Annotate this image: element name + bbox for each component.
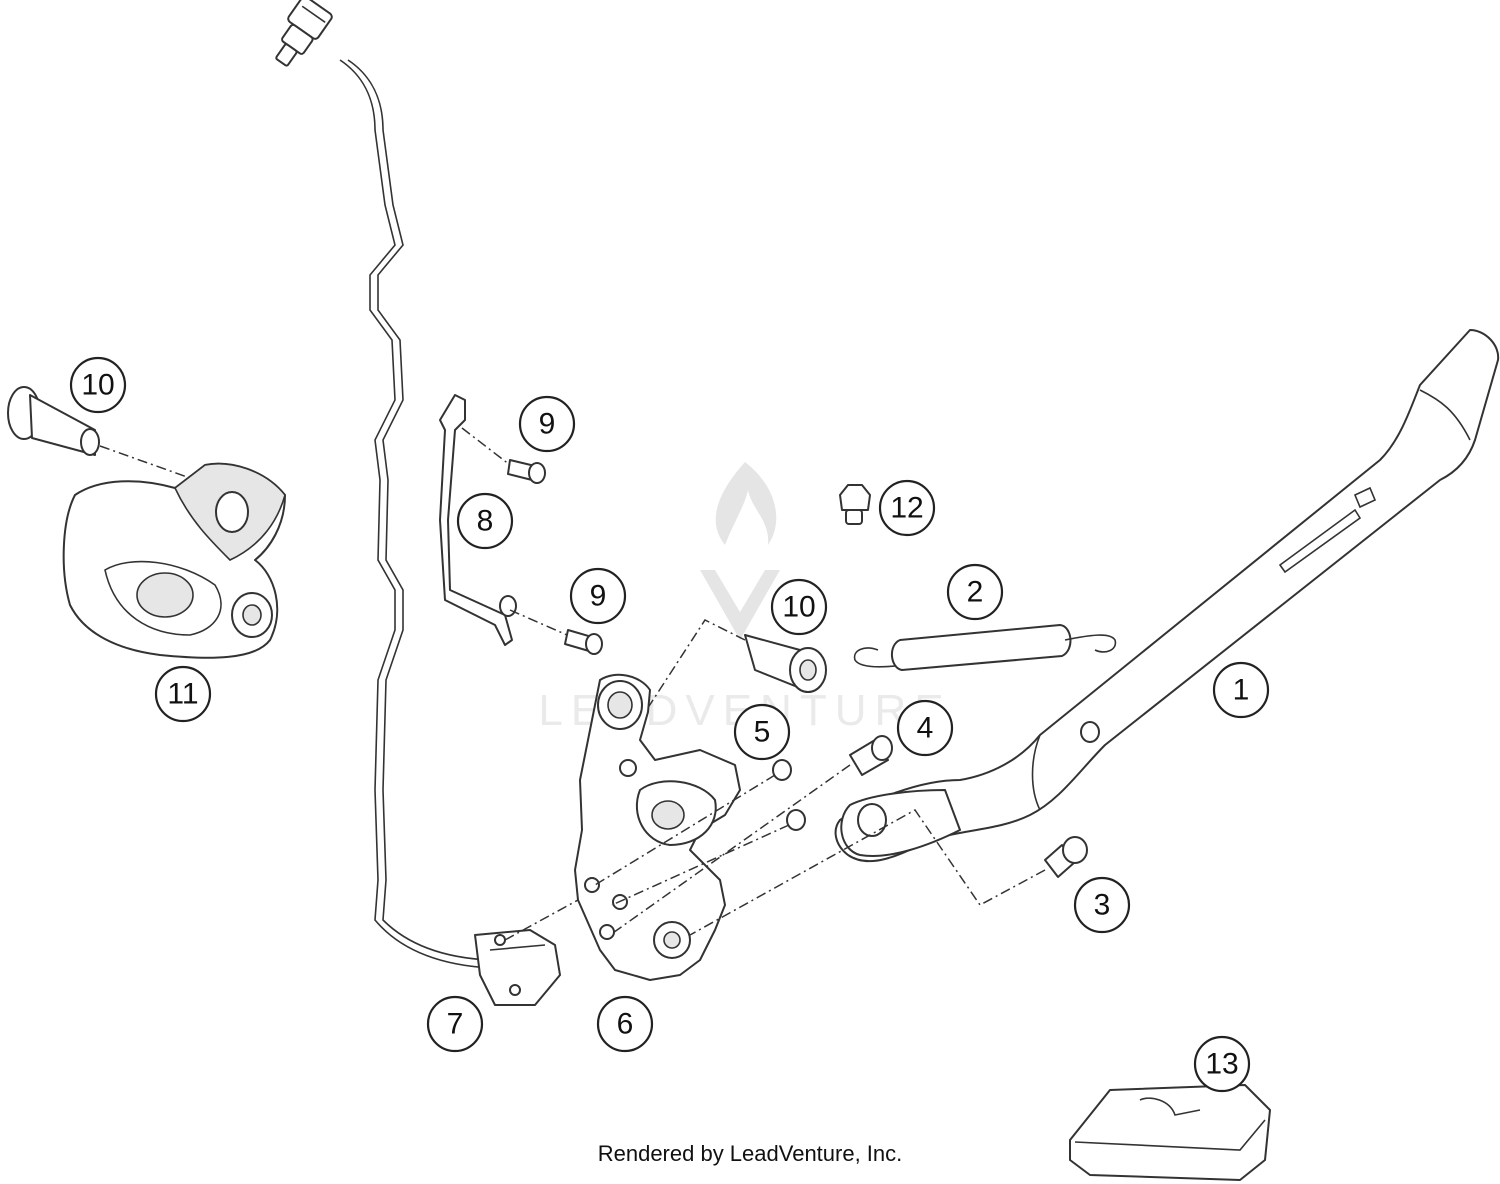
callout-10-center: 10 <box>770 578 828 636</box>
render-credit: Rendered by LeadVenture, Inc. <box>597 1141 903 1166</box>
callout-label: 7 <box>447 1008 464 1041</box>
callout-6: 6 <box>596 995 654 1053</box>
leader-4 <box>609 764 851 936</box>
callout-label: 8 <box>477 505 494 538</box>
callout-11: 11 <box>154 665 212 723</box>
side-stand-part-1 <box>834 329 1500 863</box>
leader-9-lower <box>509 609 568 636</box>
spring-part-2 <box>853 624 1117 671</box>
callout-label: 10 <box>782 591 815 624</box>
callout-9-lower: 9 <box>569 567 627 625</box>
screw-part-9-lower <box>564 629 603 655</box>
sensor-clip-part-7 <box>474 929 561 1006</box>
callout-label: 3 <box>1094 889 1111 922</box>
leader-10-center <box>639 619 746 721</box>
callout-label: 9 <box>590 580 607 613</box>
bushing-part-10-left <box>7 386 100 456</box>
sensor-cable <box>275 0 491 969</box>
callout-label: 12 <box>890 492 923 525</box>
leader-5-upper <box>594 774 776 886</box>
callout-label: 5 <box>754 716 771 749</box>
callout-label: 13 <box>1205 1048 1238 1081</box>
callout-9-upper: 9 <box>518 395 576 453</box>
sensor-housing-part-11 <box>62 462 286 659</box>
callout-label: 4 <box>917 712 934 745</box>
bolt-part-3 <box>1044 836 1088 878</box>
callout-label: 6 <box>617 1008 634 1041</box>
callout-label: 2 <box>967 576 984 609</box>
leader-9-upper <box>461 427 511 466</box>
callout-7: 7 <box>426 995 484 1053</box>
callout-label: 11 <box>167 678 198 711</box>
callout-label: 10 <box>81 369 114 402</box>
leader-10-left <box>99 445 191 479</box>
screw-part-5 <box>772 759 806 831</box>
callout-label: 9 <box>539 408 556 441</box>
callout-1: 1 <box>1212 661 1270 719</box>
pin-part-4 <box>849 735 893 776</box>
callout-10-left: 10 <box>69 356 127 414</box>
foot-pad-part-13 <box>1069 1084 1271 1181</box>
callout-label: 1 <box>1233 674 1250 707</box>
bracket-part-8 <box>439 394 517 646</box>
callout-5: 5 <box>733 703 791 761</box>
cable-connector <box>275 0 333 67</box>
leader-7 <box>504 899 579 941</box>
bushing-part-10-center <box>744 634 827 693</box>
callout-8: 8 <box>456 492 514 550</box>
callout-12: 12 <box>878 479 936 537</box>
leader-5-lower <box>611 824 790 906</box>
callout-3: 3 <box>1073 876 1131 934</box>
screw-part-9-upper <box>507 459 546 484</box>
nut-part-12 <box>839 484 871 525</box>
callout-4: 4 <box>896 699 954 757</box>
callout-13: 13 <box>1193 1035 1251 1093</box>
callout-2: 2 <box>946 563 1004 621</box>
